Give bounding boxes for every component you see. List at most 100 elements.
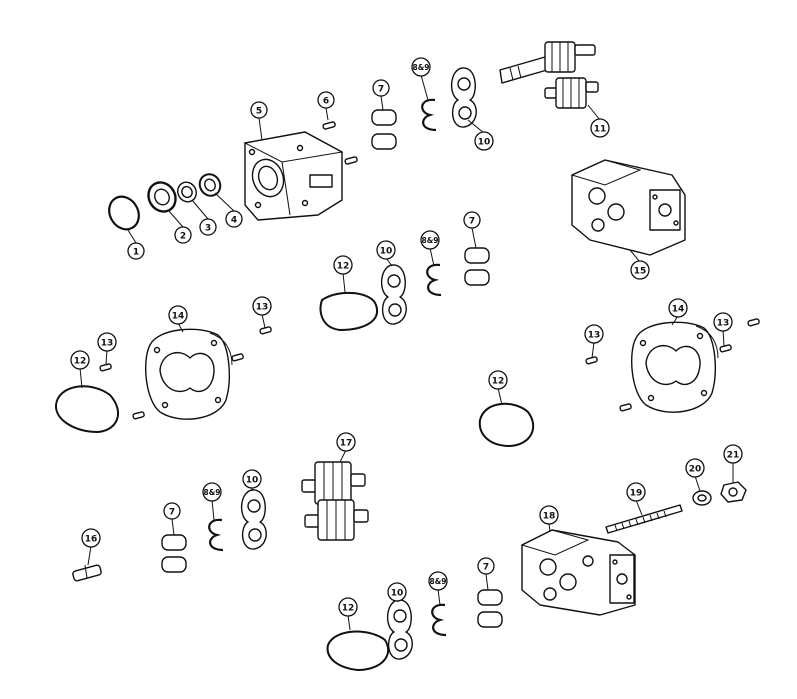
- part-15-pump-housing: [570, 159, 686, 256]
- callout-18: 18: [539, 505, 559, 525]
- svg-text:5: 5: [256, 107, 262, 117]
- svg-text:21: 21: [727, 451, 740, 461]
- svg-text:12: 12: [337, 262, 350, 272]
- part-13-dowel-pins-right: [585, 318, 760, 412]
- svg-text:10: 10: [380, 247, 393, 257]
- callout-10-mid: 10: [376, 240, 396, 260]
- part-10-seal-plate-top: [451, 67, 477, 128]
- part-16-pin: [72, 564, 102, 582]
- part-2-bearing: [147, 181, 177, 213]
- part-1-o-ring: [108, 195, 140, 231]
- svg-text:14: 14: [672, 305, 685, 315]
- part-12-gasket-mid: [319, 291, 379, 331]
- callout-10-lower-left: 10: [242, 469, 262, 489]
- callout-4: 4: [225, 210, 243, 228]
- svg-text:8&9: 8&9: [204, 488, 221, 497]
- svg-text:7: 7: [469, 217, 475, 227]
- part-19-bolt: [605, 504, 683, 534]
- callout-15: 15: [630, 260, 650, 280]
- part-12-gasket-right: [478, 402, 535, 447]
- svg-text:8&9: 8&9: [413, 63, 430, 72]
- svg-text:10: 10: [391, 589, 404, 599]
- callout-7-lower-left: 7: [163, 502, 181, 520]
- part-8-9-clip-mid: [426, 263, 442, 297]
- callout-13-right-b: 13: [713, 312, 733, 332]
- svg-text:13: 13: [717, 319, 730, 329]
- callout-7-bottom: 7: [477, 557, 495, 575]
- svg-text:17: 17: [340, 439, 353, 449]
- part-4-seal: [198, 173, 222, 197]
- callout-13-left-a: 13: [252, 296, 272, 316]
- callout-8-9-mid: 8&9: [420, 230, 440, 250]
- svg-text:20: 20: [689, 465, 702, 475]
- svg-text:15: 15: [634, 267, 647, 277]
- callout-16: 16: [81, 528, 101, 548]
- callout-6: 6: [317, 91, 335, 109]
- svg-text:16: 16: [85, 535, 98, 545]
- svg-text:2: 2: [180, 232, 186, 242]
- svg-text:6: 6: [323, 97, 329, 107]
- part-10-seal-plate-mid: [381, 264, 407, 325]
- svg-text:3: 3: [205, 224, 211, 234]
- svg-text:12: 12: [492, 377, 505, 387]
- svg-text:12: 12: [342, 604, 355, 614]
- callout-12-mid: 12: [333, 255, 353, 275]
- svg-text:13: 13: [256, 303, 269, 313]
- svg-text:4: 4: [231, 216, 237, 226]
- callout-8-9-bottom: 8&9: [428, 571, 448, 591]
- part-14-body-section-left: [145, 328, 233, 420]
- callout-12-bottom: 12: [338, 597, 358, 617]
- part-14-body-section-right: [631, 321, 719, 413]
- part-3-washer: [177, 181, 197, 203]
- callout-11: 11: [590, 118, 610, 138]
- callout-5: 5: [250, 101, 268, 119]
- callout-12-left: 12: [70, 350, 90, 370]
- callout-10-top: 10: [474, 131, 494, 151]
- svg-text:13: 13: [101, 339, 114, 349]
- svg-text:7: 7: [378, 85, 384, 95]
- part-7-bushings-bottom: [477, 589, 503, 628]
- callout-7-mid: 7: [463, 211, 481, 229]
- svg-text:14: 14: [172, 312, 185, 322]
- svg-text:1: 1: [133, 248, 139, 258]
- callout-14-left: 14: [168, 305, 188, 325]
- callout-14-right: 14: [668, 298, 688, 318]
- callout-3: 3: [199, 218, 217, 236]
- part-18-end-cover: [520, 529, 636, 616]
- callout-17: 17: [336, 432, 356, 452]
- svg-text:10: 10: [478, 138, 491, 148]
- part-7-bushings-lower-left: [161, 534, 187, 573]
- svg-text:10: 10: [246, 476, 259, 486]
- part-12-gasket-bottom: [326, 630, 390, 671]
- part-5-mounting-flange: [243, 131, 344, 221]
- part-8-9-clip-bottom: [431, 603, 447, 637]
- callout-13-right-a: 13: [584, 324, 604, 344]
- callout-2: 2: [174, 226, 192, 244]
- callout-21: 21: [723, 444, 743, 464]
- part-12-gasket-left: [54, 385, 120, 433]
- svg-text:12: 12: [74, 357, 87, 367]
- leader-lines: [79, 74, 734, 631]
- part-7-bushings-mid: [464, 247, 490, 286]
- svg-text:7: 7: [483, 563, 489, 573]
- svg-text:11: 11: [594, 125, 607, 135]
- callout-8-9-top: 8&9: [411, 57, 431, 77]
- callout-8-9-lower-left: 8&9: [202, 482, 222, 502]
- part-20-washer: [692, 490, 712, 506]
- svg-text:18: 18: [543, 512, 556, 522]
- callout-12-right: 12: [488, 370, 508, 390]
- callout-7-top: 7: [372, 79, 390, 97]
- part-8-9-clip-top: [421, 98, 437, 132]
- svg-text:8&9: 8&9: [422, 236, 439, 245]
- part-10-seal-plate-bottom: [387, 599, 413, 660]
- part-21-nut: [720, 481, 747, 503]
- part-7-bushings-top: [371, 109, 397, 150]
- callout-13-left-b: 13: [97, 332, 117, 352]
- svg-text:8&9: 8&9: [430, 577, 447, 586]
- part-17-gear-set: [301, 461, 369, 541]
- part-10-seal-plate-lower-left: [241, 489, 267, 550]
- part-6-dowel-pins: [322, 121, 358, 165]
- callout-19: 19: [626, 482, 646, 502]
